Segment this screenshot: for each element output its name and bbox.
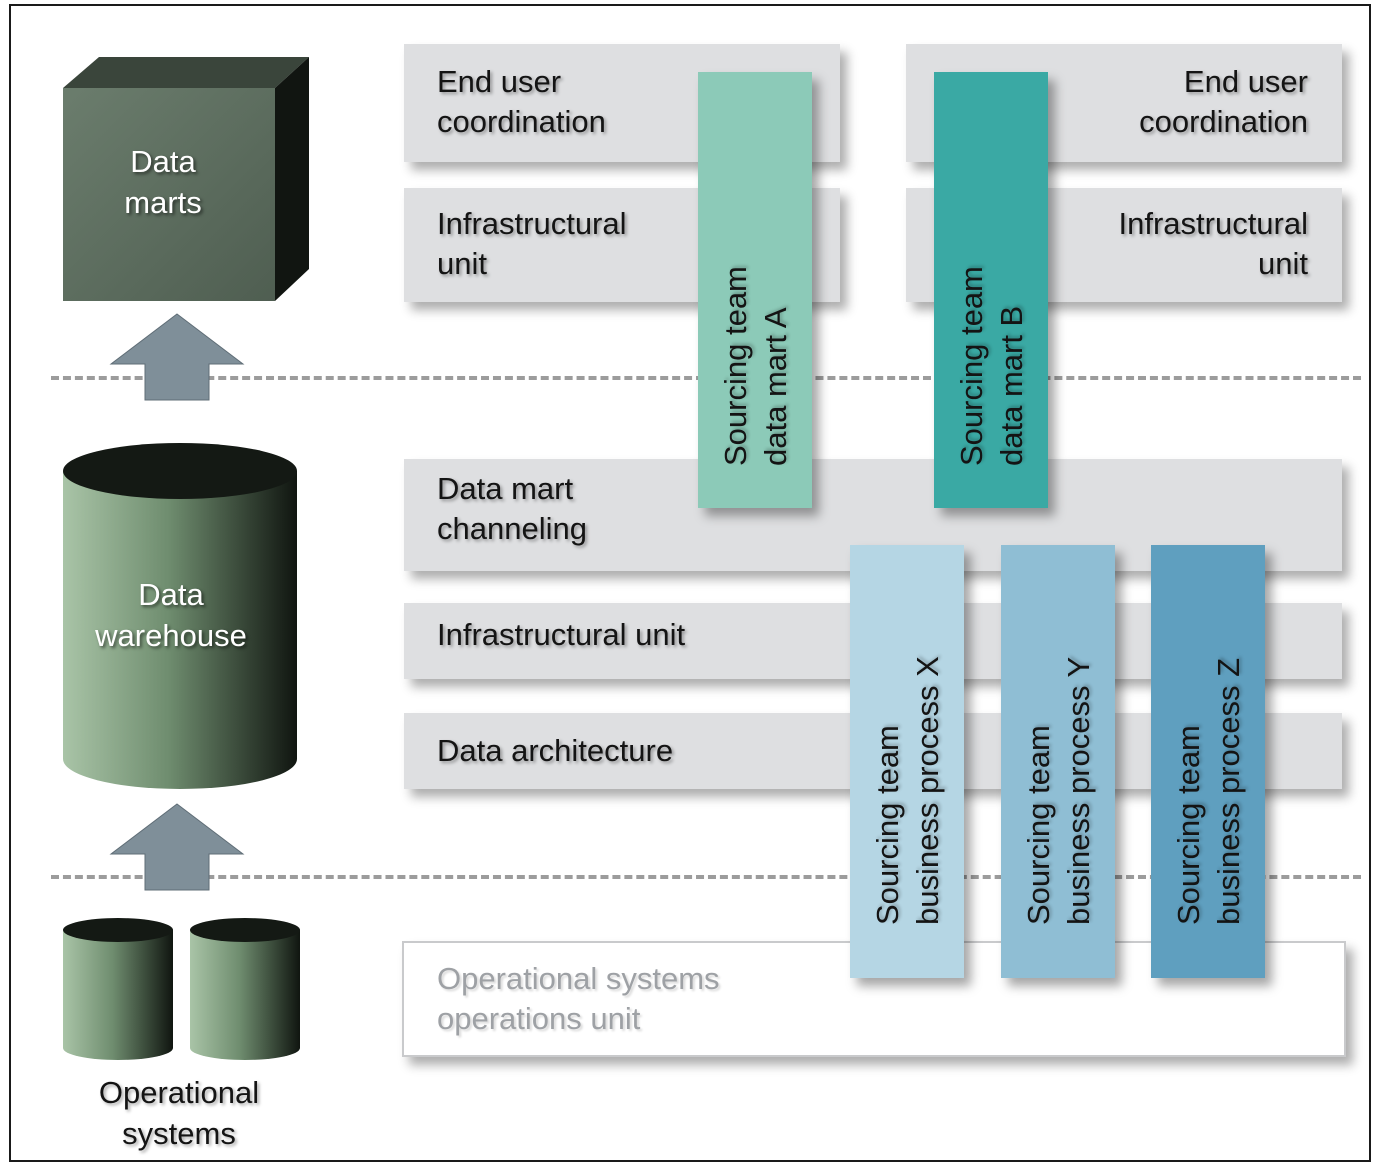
band-label: Operational systems operations unit [437, 961, 720, 1036]
data-marts-cube-icon [63, 57, 309, 301]
band-label: Infrastructural unit [437, 206, 627, 281]
data-marts-label: Data marts [124, 144, 202, 220]
team-bar-business-process-x: Sourcing team business process X [850, 545, 964, 978]
team-label: Sourcing team data mart A [718, 266, 793, 466]
band-label: Infrastructural unit [1118, 206, 1308, 281]
operational-systems-label: Operational systems [98, 1075, 260, 1151]
diagram-frame: Data marts Data warehouse [9, 4, 1371, 1162]
data-warehouse-label: Data warehouse [95, 577, 247, 653]
team-label: Sourcing team business process Y [1021, 656, 1096, 925]
team-bar-data-mart-b: Sourcing team data mart B [934, 72, 1048, 508]
team-bar-data-mart-a: Sourcing team data mart A [698, 72, 812, 508]
band-label: End user coordination [1139, 64, 1308, 139]
team-bar-business-process-y: Sourcing team business process Y [1001, 545, 1115, 978]
team-bar-business-process-z: Sourcing team business process Z [1151, 545, 1265, 978]
band-label: Data mart channeling [437, 471, 587, 546]
team-label: Sourcing team data mart B [954, 266, 1029, 466]
operational-system-cylinder-icon [63, 918, 173, 1060]
band-label: End user coordination [437, 64, 606, 139]
band-label: Infrastructural unit [437, 617, 686, 652]
operational-system-cylinder-icon [190, 918, 300, 1060]
band-label: Data architecture [437, 733, 674, 768]
arrow-up-icon [109, 803, 245, 891]
data-warehouse-cylinder-icon [63, 443, 297, 789]
team-label: Sourcing team business process Z [1171, 657, 1246, 925]
separator-lower [51, 875, 1361, 879]
arrow-up-icon [109, 313, 245, 401]
team-label: Sourcing team business process X [870, 656, 945, 925]
